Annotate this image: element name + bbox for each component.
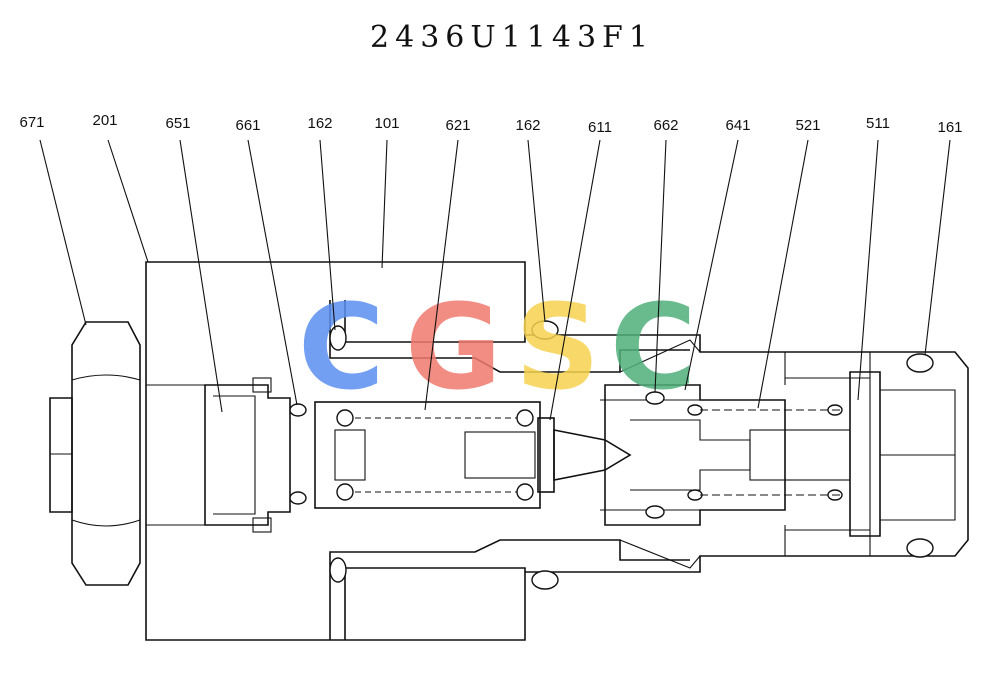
leader-662 [654,139,667,393]
leader-661 [247,139,298,406]
drawing-title: 2436U1143F1 [370,20,654,55]
leader-201 [107,139,149,263]
leader-162a [319,139,336,331]
callout-671: 671 [19,114,44,131]
hex-nut [49,321,141,586]
callout-621: 621 [445,117,470,134]
valve-assembly [49,261,969,641]
leader-671 [39,139,87,326]
callout-201: 201 [92,112,117,129]
valve-body [145,261,969,641]
leader-162b [527,139,546,323]
callout-162a: 162 [307,115,332,132]
watermark-letter-3: S [515,278,600,416]
o-rings [329,320,934,590]
spring-chamber [314,401,541,509]
callout-101: 101 [374,115,399,132]
watermark-letter-2: G [405,278,502,416]
callout-161: 161 [937,119,962,136]
callout-651: 651 [165,115,190,132]
cgsc-watermark: C G S C [298,278,697,416]
callout-661: 661 [235,117,260,134]
plug [204,377,291,533]
leader-651 [179,139,223,413]
watermark-letter-4: C [610,278,697,416]
callout-labels: 671 201 651 661 162 101 621 162 611 662 … [19,112,962,136]
callout-511: 511 [866,115,890,132]
callout-662: 662 [653,117,678,134]
leader-511 [857,139,879,401]
leader-521 [757,139,809,409]
leader-641 [684,139,739,391]
piston [700,409,851,496]
callout-521: 521 [795,117,820,134]
watermark-letter-1: C [298,278,385,416]
poppet [537,417,632,493]
leader-101 [381,139,388,269]
callout-611: 611 [588,119,612,136]
body-passages [329,300,701,640]
leader-621 [424,139,459,411]
adjuster [849,371,956,537]
leader-161 [924,139,951,356]
callout-641: 641 [725,117,750,134]
callout-162b: 162 [515,117,540,134]
leader-lines [39,139,951,421]
plug-seals [289,403,307,505]
leader-611 [549,139,601,421]
